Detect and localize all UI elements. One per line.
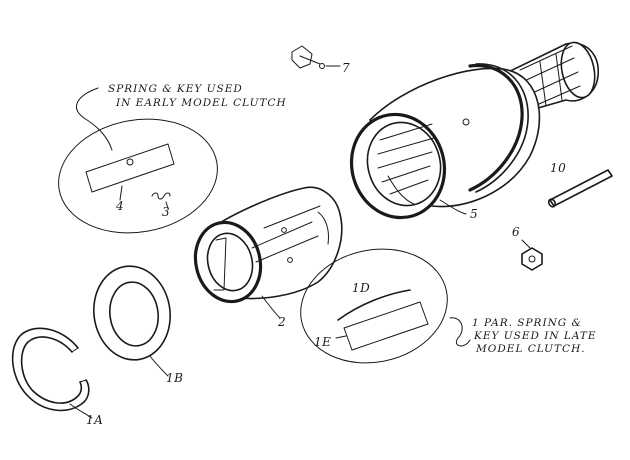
early-model-group [58,87,218,234]
label-1e: 1E [314,335,331,349]
note-late-line3: MODEL CLUTCH. [475,343,586,355]
label-3: 3 [162,205,170,219]
key-1e [343,301,429,351]
label-2: 2 [277,315,286,329]
fitting-7 [291,45,341,69]
label-7: 7 [342,61,350,75]
label-1b: 1B [166,371,183,385]
label-1d: 1D [352,281,370,295]
label-6: 6 [512,225,520,239]
nut-6 [521,239,543,271]
snap-ring-1a [11,327,93,419]
label-10: 10 [550,161,566,175]
key-4 [85,143,175,193]
label-4: 4 [115,199,124,213]
sleeve-2 [193,186,343,319]
washer-1b [93,265,171,377]
spring-1d [337,289,411,321]
housing-5 [349,41,599,220]
note-early-line2: IN EARLY MODEL CLUTCH [115,97,287,109]
label-5: 5 [470,207,478,221]
pin-10 [547,169,613,208]
note-early-line1: SPRING & KEY USED [108,83,243,95]
note-late-line1: 1 PAR. SPRING & [472,317,582,329]
label-1a: 1A [86,413,103,427]
late-model-group [300,248,471,364]
spring-3 [151,192,171,209]
note-late-line2: KEY USED IN LATE [473,330,597,342]
